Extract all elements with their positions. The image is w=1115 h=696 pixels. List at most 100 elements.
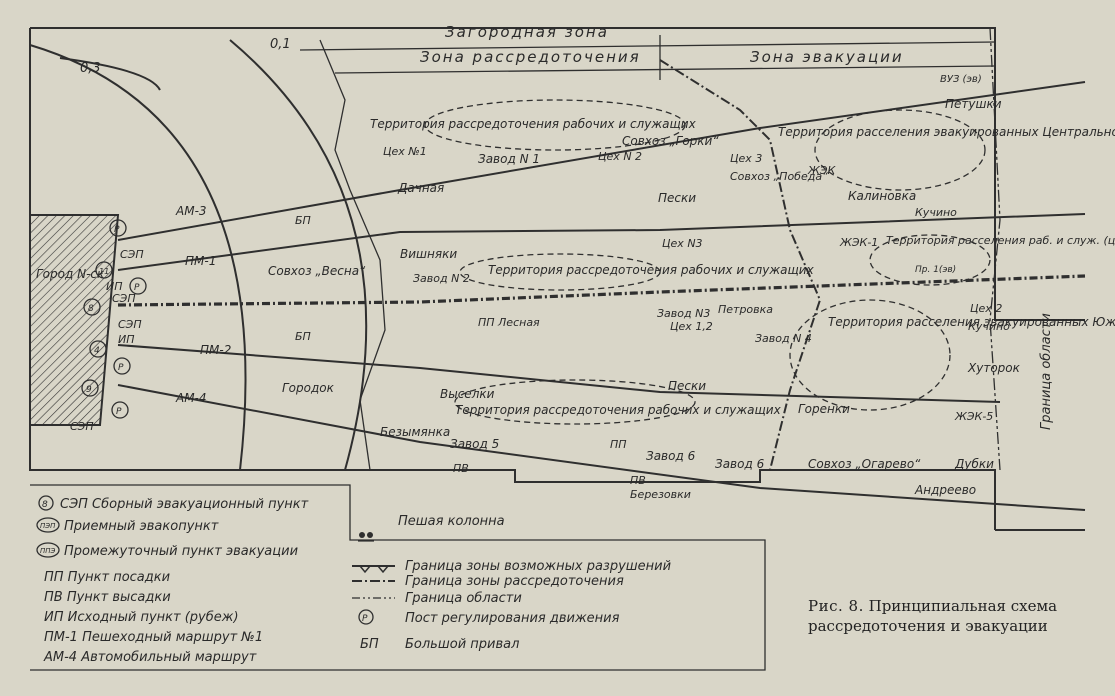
- legend-destruction-ticks: [359, 565, 389, 574]
- label-region-border: Граница области: [1039, 313, 1054, 430]
- label-pv2: ПВ: [453, 462, 469, 475]
- label-territory-workers-1: Территория рассредоточения рабочих и слу…: [370, 117, 697, 131]
- route-am4: [117, 384, 1086, 511]
- label-territory-workers-3: Территория рассредоточения рабочих и слу…: [455, 403, 782, 417]
- label-vishnyaki: Вишняки: [400, 247, 457, 261]
- label-zavod6: Завод 6: [646, 449, 696, 463]
- arc-inner: [59, 57, 161, 91]
- city-area: [29, 214, 120, 426]
- region-boundary: [989, 27, 1001, 471]
- label-zavod6b: Завод 6: [715, 457, 765, 471]
- label-khutorok: Хуторок: [967, 361, 1021, 375]
- post-marker-3: [113, 357, 131, 375]
- arc-0-3: [29, 44, 247, 471]
- dispersal-boundary: [659, 59, 822, 471]
- legend-halt-sym: БП: [360, 637, 379, 652]
- label-peski2: Пески: [668, 379, 706, 393]
- legend-item-1: Приемный эвакопункт: [64, 519, 219, 534]
- sep-marker-8: [83, 298, 101, 316]
- label-kuchino2: Кучино: [968, 320, 1010, 333]
- zone-dispersal-label: Зона рассредоточения: [420, 48, 641, 66]
- legend-sym-2: ППЭ: [40, 547, 56, 555]
- cp-sep1: СЭП: [120, 248, 144, 261]
- cp-ip2: ИП: [118, 333, 135, 346]
- label-pp-lesnaya: ПП Лесная: [478, 316, 540, 329]
- cp-sep3: СЭП: [118, 318, 142, 331]
- legend-post-icon: [358, 609, 374, 625]
- radius-inner-label: 0,3: [80, 61, 101, 76]
- cp-sep4: СЭП: [70, 420, 94, 433]
- legend-sep-icon: [38, 495, 54, 511]
- territory-oval-1: [424, 99, 686, 151]
- route-main: [117, 274, 1086, 307]
- label-tsekh2b: Цех 2: [970, 302, 1002, 315]
- label-pr1: Пр. 1(эв): [915, 265, 956, 275]
- cp-r3: Р: [118, 363, 124, 373]
- figure-caption: Рис. 8. Принципиальная схема рассредоточ…: [808, 596, 1108, 636]
- label-zhek1: ЖЭК-1: [839, 236, 878, 249]
- label-kalinovka: Калиновка: [848, 189, 916, 203]
- route-am3: [117, 81, 1086, 241]
- city-label: Город N-ск: [36, 267, 105, 281]
- label-bezymyanka: Безымянка: [380, 425, 450, 439]
- cp-n11: 11: [99, 267, 109, 276]
- legend-column-icon: [358, 532, 374, 542]
- cp-n9: 9: [86, 385, 92, 395]
- label-zhek: ЖЭК: [807, 164, 837, 177]
- zone-suburban-label: Загородная зона: [445, 23, 609, 41]
- label-sovkhoz-ogarevo: Совхоз „Огарево“: [808, 457, 921, 471]
- label-vyselki: Выселки: [440, 387, 495, 401]
- legend-item-4: ПВ Пункт высадки: [44, 590, 171, 605]
- cp-r4: Р: [116, 407, 122, 417]
- legend-sym-1: ПЭП: [40, 522, 56, 530]
- destruction-boundary: [319, 39, 386, 471]
- label-petushki: Петушки: [945, 97, 1002, 111]
- legend-item-6: ПМ-1 Пешеходный маршрут №1: [44, 630, 263, 645]
- label-territory-evac-south: Территория расселения эвакуированных Южн…: [828, 315, 1115, 329]
- label-dachnaya: Дачная: [397, 181, 444, 195]
- legend-column-label: Пешая колонна: [398, 514, 505, 529]
- label-pv3: ПВ: [630, 474, 646, 487]
- label-gorenki: Горенки: [798, 402, 850, 416]
- route-pm1: [117, 213, 1086, 271]
- label-andreevo: Андреево: [914, 483, 976, 497]
- route-pm2: [117, 344, 1001, 403]
- legend-destruction-label: Граница зоны возможных разрушений: [405, 559, 671, 574]
- map-frame-bottom: [29, 28, 996, 530]
- map-frame-top: [30, 27, 1085, 321]
- label-tsekh1: Цех №1: [383, 145, 427, 158]
- legend-item-2: Промежуточный пункт эвакуации: [64, 544, 298, 559]
- legend-item-3: ПП Пункт посадки: [44, 570, 170, 585]
- territory-oval-3: [454, 379, 696, 425]
- label-tsekh3: Цех N3: [662, 237, 703, 250]
- territory-oval-2: [459, 253, 661, 291]
- label-tsekh3b: Цех 3: [730, 152, 762, 165]
- territory-oval-6: [789, 299, 951, 411]
- label-bp1: БП: [295, 214, 311, 227]
- label-bp2: БП: [295, 330, 311, 343]
- label-zavod1: Завод N 1: [478, 152, 540, 166]
- cp-sep2: СЭП: [112, 292, 136, 305]
- label-gorodok: Городок: [282, 381, 335, 395]
- label-peski1: Пески: [658, 191, 696, 205]
- label-zavod5: Завод 5: [450, 437, 499, 451]
- legend-sym-0: 8: [42, 500, 48, 510]
- label-petrovka: Петровка: [718, 303, 773, 316]
- cp-r2: Р: [134, 283, 140, 293]
- zone-arrow-2: [334, 65, 996, 74]
- label-vuz: ВУЗ (эв): [940, 74, 982, 85]
- territory-oval-4: [814, 109, 986, 191]
- sep-marker-4: [89, 340, 107, 358]
- legend-item-0: СЭП Сборный эвакуационный пункт: [60, 497, 309, 512]
- route-pm2-label: ПМ-2: [200, 343, 231, 357]
- label-berezovki: Березовки: [630, 488, 691, 501]
- label-tsekh2: Цех N 2: [598, 150, 642, 163]
- legend-item-7: АМ-4 Автомобильный маршрут: [43, 650, 257, 665]
- sep-marker-9: [81, 379, 99, 397]
- label-pp: ПП: [610, 438, 627, 451]
- figure-number: Рис. 8.: [808, 597, 864, 615]
- radius-outer-label: 0,1: [270, 37, 291, 52]
- legend-dispersal-label: Граница зоны рассредоточения: [405, 574, 624, 589]
- territory-oval-5: [869, 234, 991, 286]
- sep-marker-11: [95, 261, 113, 279]
